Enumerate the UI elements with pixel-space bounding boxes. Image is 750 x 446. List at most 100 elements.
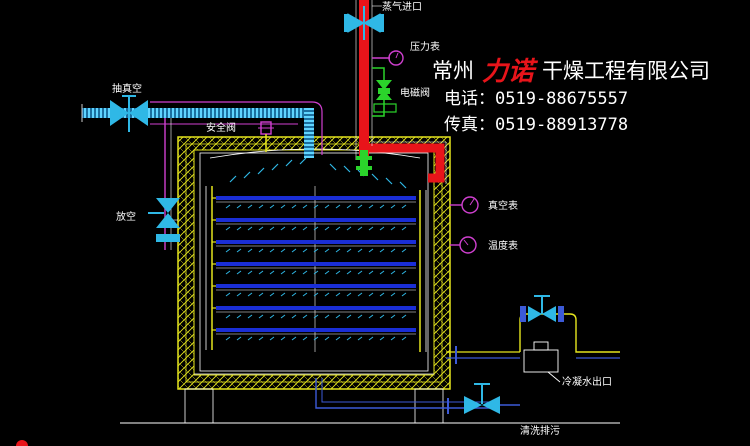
tray-item	[324, 204, 330, 209]
condensate-outlet-label: 冷凝水出口	[562, 375, 612, 388]
shelf-plate	[216, 328, 416, 332]
safety-valve[interactable]	[258, 121, 274, 152]
tray-item	[247, 314, 253, 319]
tray-item	[401, 226, 407, 231]
tray-item	[401, 292, 407, 297]
tray-item	[357, 292, 363, 297]
tray-item	[247, 226, 253, 231]
tray-item	[346, 314, 352, 319]
tray-item	[291, 336, 297, 341]
tray-item	[225, 226, 231, 231]
tray-item	[324, 270, 330, 275]
tray-item	[258, 248, 264, 253]
tray-item	[346, 204, 352, 209]
tray-item	[236, 226, 242, 231]
tray-item	[313, 292, 319, 297]
tray-item	[258, 270, 264, 275]
tray-item	[379, 248, 385, 253]
company-suffix: 干燥工程有限公司	[542, 59, 710, 83]
tray-item	[258, 314, 264, 319]
tray-item	[302, 248, 308, 253]
tray-item	[313, 314, 319, 319]
tray-item	[280, 292, 286, 297]
tray-item	[258, 204, 264, 209]
tray-item	[302, 204, 308, 209]
tray-item	[236, 314, 242, 319]
tray-item	[379, 336, 385, 341]
tray-item	[236, 336, 242, 341]
thermometer	[450, 236, 477, 254]
tray-item	[236, 204, 242, 209]
steam-pipe	[355, 0, 447, 184]
tray-item	[291, 270, 297, 275]
tray-item	[280, 314, 286, 319]
condensate-valve[interactable]	[520, 295, 564, 322]
tray-item	[313, 226, 319, 231]
tray-item	[280, 204, 286, 209]
tray-item	[225, 314, 231, 319]
tray-item	[390, 270, 396, 275]
tray-item	[368, 248, 374, 253]
tray-item	[302, 270, 308, 275]
corner-mark	[16, 440, 28, 446]
tray-item	[236, 292, 242, 297]
tray-item	[324, 248, 330, 253]
tray-item	[269, 226, 275, 231]
tray-item	[313, 336, 319, 341]
tray-item	[390, 314, 396, 319]
safety-valve-label: 安全阀	[206, 121, 236, 134]
shelf-plate	[216, 218, 416, 222]
tray-item	[390, 226, 396, 231]
tray-item	[291, 292, 297, 297]
air-release-line	[164, 118, 178, 250]
tray-item	[269, 204, 275, 209]
tray-item	[401, 336, 407, 341]
vacuum-gauge-label: 真空表	[488, 199, 518, 212]
tray-item	[236, 248, 242, 253]
tray-item	[313, 248, 319, 253]
tray-item	[335, 248, 341, 253]
solenoid-valve[interactable]	[372, 67, 397, 117]
tray-item	[368, 292, 374, 297]
tray-item	[225, 270, 231, 275]
shelf-plate	[216, 196, 416, 200]
tray-item	[346, 336, 352, 341]
thermometer-label: 温度表	[488, 239, 518, 252]
steam-inlet-valve[interactable]	[344, 6, 384, 40]
tray-item	[379, 314, 385, 319]
tray-item	[258, 292, 264, 297]
fax-text: 传真：0519-88913778	[444, 115, 628, 135]
tray-item	[280, 226, 286, 231]
tray-item	[357, 270, 363, 275]
drain-valve[interactable]	[464, 383, 500, 414]
tray-item	[247, 204, 253, 209]
tray-item	[313, 270, 319, 275]
tray-item	[401, 314, 407, 319]
tray-item	[357, 248, 363, 253]
tray-item	[269, 248, 275, 253]
tray-item	[247, 248, 253, 253]
tray-item	[368, 270, 374, 275]
tray-item	[357, 204, 363, 209]
tray-item	[302, 226, 308, 231]
tray-item	[236, 270, 242, 275]
tray-item	[247, 336, 253, 341]
tray-item	[269, 336, 275, 341]
air-release-valve[interactable]	[148, 198, 180, 242]
tray-item	[324, 314, 330, 319]
vacuum-pump-label: 抽真空	[112, 82, 142, 95]
tray-item	[291, 314, 297, 319]
air-release-label: 放空	[116, 210, 136, 223]
tray-item	[390, 292, 396, 297]
tray-item	[225, 248, 231, 253]
tray-item	[368, 314, 374, 319]
tray-item	[324, 336, 330, 341]
tray-item	[335, 336, 341, 341]
vacuum-valve[interactable]	[110, 95, 148, 132]
tray-item	[379, 270, 385, 275]
coil-dome	[209, 148, 421, 159]
shelf-plate	[216, 284, 416, 288]
steam-distributor	[356, 150, 372, 176]
tray-item	[379, 226, 385, 231]
